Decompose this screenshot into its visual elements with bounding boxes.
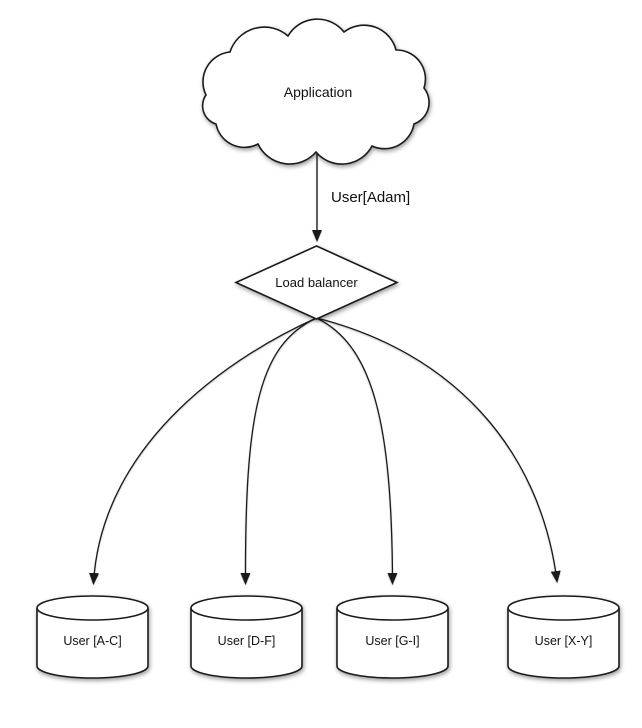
edge-loadbalancer-to-shard-gi <box>316 317 398 585</box>
shard-ac-label: User [A-C] <box>63 634 121 648</box>
cloud-shape <box>201 18 430 165</box>
cylinder-body <box>336 608 449 679</box>
application-cloud <box>201 18 430 165</box>
db-cylinder-shard-ac <box>36 595 149 679</box>
shard-xy-label: User [X-Y] <box>535 634 593 648</box>
cylinder-body <box>190 608 303 679</box>
edge-label-user-adam: User[Adam] <box>331 189 410 206</box>
edge-loadbalancer-to-shard-ac <box>89 317 317 585</box>
cylinder-top <box>36 595 149 621</box>
cylinder-body <box>507 608 620 679</box>
db-cylinder-shard-df <box>190 595 303 679</box>
edge-loadbalancer-to-shard-df <box>240 317 317 585</box>
cylinder-top <box>507 595 620 621</box>
load-balancer-label: Load balancer <box>275 275 358 290</box>
diamond-shape <box>234 245 399 320</box>
load-balancer-diamond <box>234 245 399 320</box>
diagram-edges <box>89 152 561 585</box>
edge-loadbalancer-to-shard-xy <box>316 317 561 583</box>
db-cylinder-shard-xy <box>507 595 620 679</box>
cylinder-body <box>36 608 149 679</box>
application-label: Application <box>284 84 353 100</box>
shard-gi-label: User [G-I] <box>365 634 419 648</box>
shard-df-label: User [D-F] <box>218 634 276 648</box>
db-cylinder-shard-gi <box>336 595 449 679</box>
cylinder-top <box>190 595 303 621</box>
cylinder-top <box>336 595 449 621</box>
